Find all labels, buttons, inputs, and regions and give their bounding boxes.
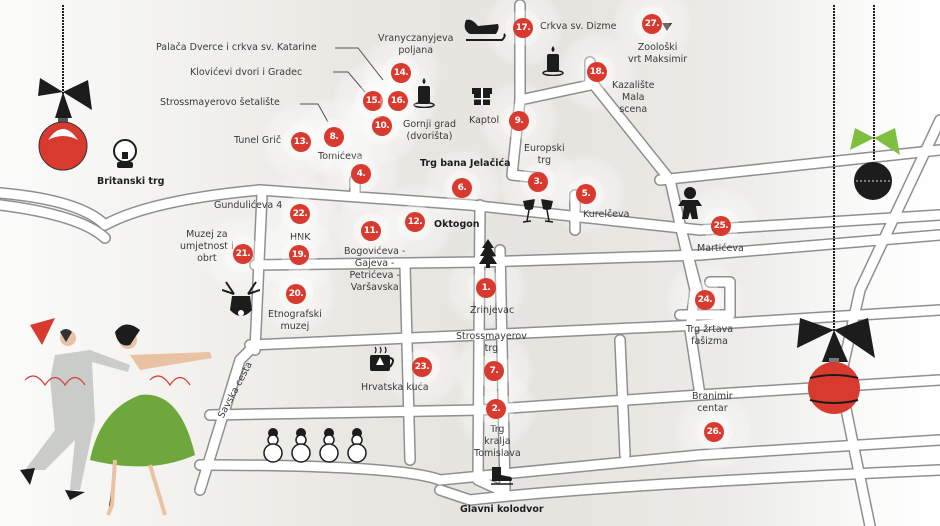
ornament-red-striped-right xyxy=(797,5,875,414)
label-trg-zrtava: Trg žrtava fašizma xyxy=(686,324,734,347)
event-marker-19[interactable]: 19. xyxy=(289,245,309,265)
label-kaptol: Kaptol xyxy=(469,115,500,126)
snow-globe-icon xyxy=(112,138,138,174)
label-britanski-trg: Britanski trg xyxy=(97,176,165,187)
event-marker-20[interactable]: 20. xyxy=(286,284,306,304)
event-marker-15[interactable]: 15. xyxy=(363,91,383,111)
event-marker-4[interactable]: 4. xyxy=(351,164,371,184)
ornament-black-right xyxy=(850,5,900,200)
label-branimir-centar: Branimir centar xyxy=(692,391,733,414)
reindeer-icon xyxy=(221,280,261,326)
event-marker-10[interactable]: 10. xyxy=(372,116,392,136)
label-strossmayerovo-setaliste: Strossmayerovo šetalište xyxy=(160,97,280,108)
sleigh-icon xyxy=(462,16,506,48)
event-marker-13[interactable]: 13. xyxy=(291,132,311,152)
event-marker-3[interactable]: 3. xyxy=(528,172,548,192)
event-marker-25[interactable]: 25. xyxy=(711,216,731,236)
label-kurelceva: Kurelčeva xyxy=(583,209,630,220)
event-marker-18[interactable]: 18. xyxy=(587,62,607,82)
event-marker-1[interactable]: 1. xyxy=(476,278,496,298)
hot-drink-mug-icon xyxy=(367,345,397,379)
label-hrvatska-kuca: Hrvatska kuća xyxy=(361,382,429,393)
label-trg-kralja-tomislava: Trg kralja Tomislava xyxy=(474,424,521,459)
dancing-couple-illustration xyxy=(20,318,212,516)
label-vranyczanyjeva: Vranyczanyjeva poljana xyxy=(378,33,454,56)
label-zooloski-vrt: Zoološki vrt Maksimir xyxy=(628,42,688,65)
event-marker-27[interactable]: 27. xyxy=(642,14,662,34)
ornament-red-left xyxy=(38,5,92,171)
snowmen-icon xyxy=(262,425,374,469)
christmas-tree-icon xyxy=(479,239,497,273)
candle-icon-gornji-grad xyxy=(413,78,435,112)
label-muzej-umjetnost: Muzej za umjetnost i obrt xyxy=(180,229,234,264)
event-marker-21[interactable]: 21. xyxy=(233,244,253,264)
event-marker-5[interactable]: 5. xyxy=(576,184,596,204)
event-marker-8[interactable]: 8. xyxy=(324,127,344,147)
ice-skate-icon xyxy=(489,467,515,489)
event-marker-23[interactable]: 23. xyxy=(412,357,432,377)
label-europski-trg: Europski trg xyxy=(524,143,565,166)
label-palaca-dverce: Palača Dverce i crkva sv. Katarine xyxy=(156,42,317,53)
event-marker-22[interactable]: 22. xyxy=(290,204,310,224)
event-marker-14[interactable]: 14. xyxy=(391,63,411,83)
event-marker-6[interactable]: 6. xyxy=(452,178,472,198)
gift-box-icon xyxy=(471,82,493,110)
event-marker-17[interactable]: 17. xyxy=(513,18,533,38)
label-tunel-gric: Tunel Grič xyxy=(234,135,282,146)
label-zrinjevac: Zrinjevac xyxy=(470,305,515,316)
event-marker-26[interactable]: 26. xyxy=(704,422,724,442)
label-glavni-kolodvor: Glavni kolodvor xyxy=(460,504,544,515)
label-oktogon: Oktogon xyxy=(434,219,480,230)
gingerbread-man-icon xyxy=(676,186,704,226)
label-crkva-sv-dizme: Crkva sv. Dizme xyxy=(540,21,617,32)
label-trg-bana-jelacica: Trg bana Jelačića xyxy=(420,158,511,169)
label-strossmayerov-trg: Strossmayerov trg xyxy=(456,331,527,354)
event-marker-2[interactable]: 2. xyxy=(486,399,506,419)
zoo-pointer-icon xyxy=(662,16,672,35)
event-marker-11[interactable]: 11. xyxy=(361,221,381,241)
event-marker-9[interactable]: 9. xyxy=(509,111,529,131)
label-gunduliceva: Gundulićeva 4 xyxy=(214,200,283,211)
label-etnografski: Etnografski muzej xyxy=(268,309,322,332)
label-gornji-grad: Gornji grad (dvorišta) xyxy=(403,119,457,142)
label-tomiceva: Tomićeva xyxy=(318,151,363,162)
candle-icon-dizme xyxy=(542,46,564,80)
label-kloviceci-dvori: Klovićevi dvori i Gradec xyxy=(190,67,303,78)
label-marticeva: Martićeva xyxy=(697,243,744,254)
label-kazaliste: Kazalište Mala scena xyxy=(612,80,655,115)
champagne-glasses-icon xyxy=(521,195,555,229)
event-marker-16[interactable]: 16. xyxy=(388,91,408,111)
event-marker-7[interactable]: 7. xyxy=(484,361,504,381)
event-marker-12[interactable]: 12. xyxy=(405,212,425,232)
label-bogoviceva: Bogovićeva - Gajeva - Petrićeva - Varšav… xyxy=(344,246,406,293)
label-hnk: HNK xyxy=(290,232,311,243)
event-marker-24[interactable]: 24. xyxy=(695,290,715,310)
